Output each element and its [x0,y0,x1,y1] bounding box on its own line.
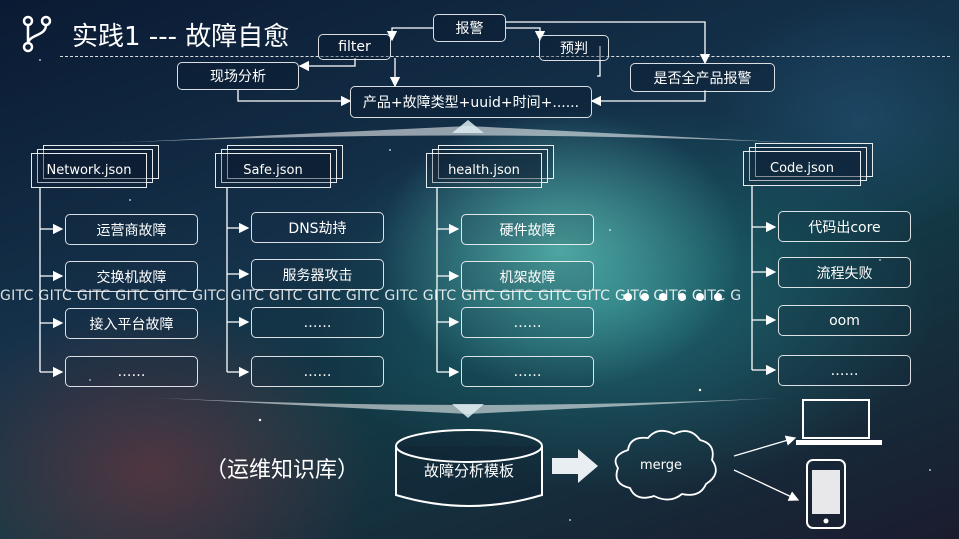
list-item: …… [251,307,384,338]
list-item: 交换机故障 [65,261,198,292]
list-item: 硬件故障 [461,214,594,245]
doc-safe-json: Safe.json [215,145,345,188]
list-item: 流程失败 [778,257,911,288]
ellipsis-dots [624,293,722,301]
doc-label: Safe.json [243,163,303,178]
list-item: DNS劫持 [251,212,384,243]
doc-health-json: health.json [426,145,556,188]
doc-label: health.json [448,163,520,178]
list-item: 接入平台故障 [65,308,198,339]
list-item: …… [251,356,384,387]
database-icon [395,429,543,507]
list-item: …… [65,356,198,387]
list-item: …… [461,307,594,338]
merge-label: merge [639,458,683,473]
list-item: oom [778,305,911,336]
gitc-watermark: GITC GITC GITC GITC GITC GITC GITC GITC … [0,288,742,304]
doc-network-json: Network.json [31,145,161,188]
doc-label: Network.json [46,163,132,178]
laptop-icon [796,399,882,445]
template-label: 故障分析模板 [423,462,514,480]
list-item: …… [461,356,594,387]
doc-code-json: Code.json [743,143,875,186]
list-item: 机架故障 [461,261,594,292]
filter-box: filter [318,34,391,60]
title-divider [60,56,950,57]
list-item: …… [778,355,911,386]
list-item: 代码出core [778,211,911,242]
predict-box: 预判 [539,35,609,61]
alarm-box: 报警 [433,14,506,42]
doc-label: Code.json [770,161,834,176]
all-products-alarm-box: 是否全产品报警 [630,63,775,92]
onsite-analysis-box: 现场分析 [177,62,299,90]
alarm-key-box: 产品+故障类型+uuid+时间+...... [350,86,592,118]
knowledge-base-label: （运维知识库） [205,458,360,483]
cloud-icon [614,429,717,501]
page-title: 实践1 --- 故障自愈 [72,22,290,52]
right-arrow-icon [552,449,598,483]
list-item: 运营商故障 [65,214,198,245]
phone-icon [806,459,846,529]
list-item: 服务器攻击 [251,259,384,290]
git-branch-icon [22,15,52,53]
